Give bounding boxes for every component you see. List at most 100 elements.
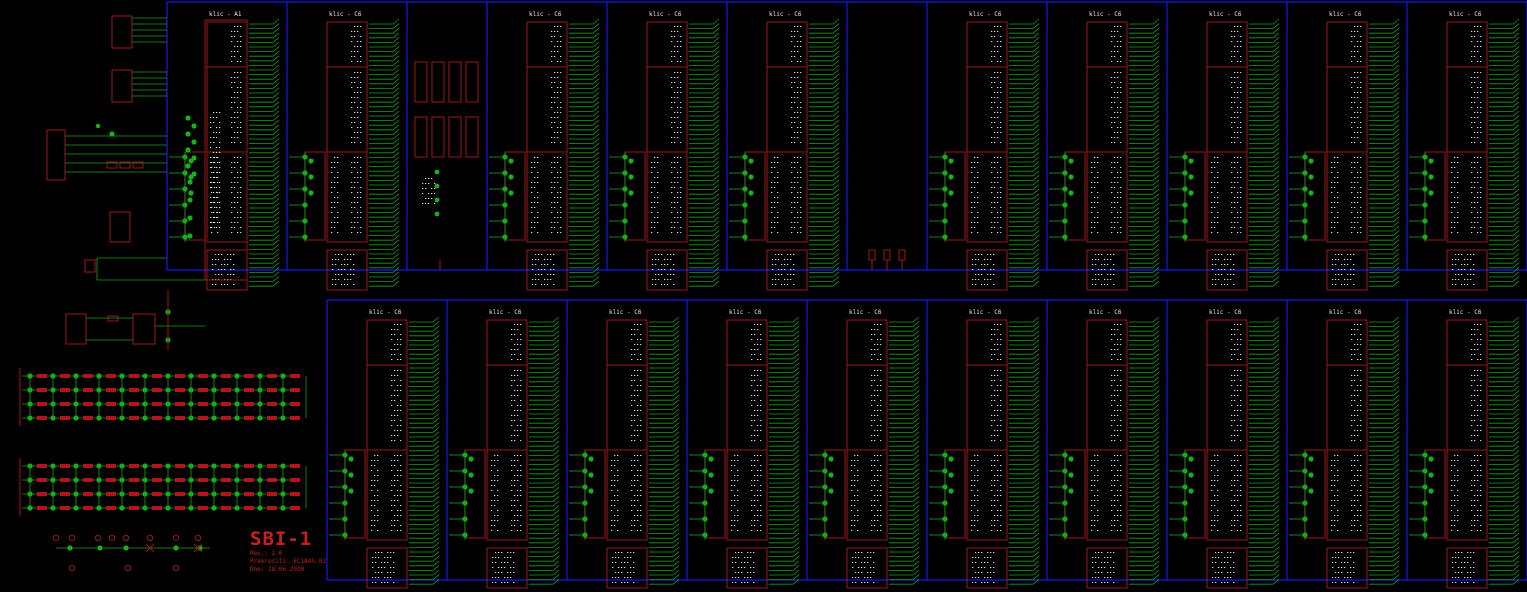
signal-wire: [1032, 325, 1040, 332]
signal-wire: [1032, 248, 1040, 255]
signal-wire: [1392, 87, 1400, 94]
signal-wire: [1272, 221, 1280, 227]
test-pad: [124, 564, 132, 572]
key-module-top-11: klic - C6: [1409, 11, 1520, 291]
signal-wire: [912, 519, 920, 525]
signal-wire: [552, 385, 560, 392]
signal-wire: [1272, 537, 1280, 544]
signal-wire: [1512, 436, 1520, 442]
signal-wire: [432, 546, 440, 553]
signal-wire: [1392, 496, 1400, 502]
signal-wire: [712, 96, 720, 103]
junction-dot: [628, 190, 634, 196]
signal-wire: [1392, 528, 1400, 534]
signal-wire: [1512, 32, 1520, 39]
resistor: [83, 388, 93, 392]
signal-wire: [552, 523, 560, 530]
junction-dot: [708, 456, 714, 462]
test-pad: [146, 534, 154, 542]
signal-wire: [552, 325, 560, 332]
signal-wire: [432, 560, 440, 567]
signal-wire: [1032, 463, 1040, 470]
connector-box: [1086, 547, 1128, 589]
signal-wire: [1032, 234, 1040, 241]
signal-wire: [592, 184, 600, 190]
signal-wire: [1152, 532, 1160, 539]
signal-wire: [792, 445, 800, 452]
signal-wire: [1512, 565, 1520, 571]
signal-wire: [1512, 37, 1520, 43]
junction-dot: [185, 163, 191, 169]
resistor-grid: [19, 368, 307, 572]
signal-wire: [1272, 175, 1280, 181]
signal-wire: [1152, 234, 1160, 241]
key-module-top-1: klic - C6: [289, 11, 400, 291]
signal-wire: [1512, 358, 1520, 364]
signal-wire: [1392, 316, 1400, 323]
signal-wire: [712, 184, 720, 190]
signal-wire: [552, 404, 560, 410]
signal-wire: [1032, 18, 1040, 25]
signal-wire: [1272, 280, 1280, 287]
signal-wire: [1392, 482, 1400, 488]
signal-wire: [912, 546, 920, 553]
signal-wire: [1272, 358, 1280, 364]
ic-package: [726, 449, 768, 541]
signal-wire: [552, 394, 560, 401]
signal-wire: [1152, 161, 1160, 167]
connector-box: [1326, 547, 1368, 589]
junction-dot: [508, 190, 514, 196]
signal-wire: [1512, 348, 1520, 355]
signal-wire: [1272, 60, 1280, 66]
signal-wire: [1392, 124, 1400, 131]
signal-wire: [912, 427, 920, 433]
signal-wire: [1272, 321, 1280, 327]
signal-wire: [272, 64, 280, 71]
power-bus-outline: [166, 1, 1527, 581]
signal-wire: [1272, 509, 1280, 516]
junction-dot: [708, 488, 714, 494]
signal-wire: [1512, 207, 1520, 213]
signal-wire: [1032, 156, 1040, 163]
junction-dot: [1308, 488, 1314, 494]
signal-wire: [1512, 344, 1520, 350]
signal-wire: [1512, 362, 1520, 369]
signal-wire: [912, 381, 920, 387]
signal-wire: [1152, 106, 1160, 112]
module-label: klic - C6: [529, 11, 562, 18]
signal-wire: [1272, 496, 1280, 502]
resistor: [60, 388, 70, 392]
signal-wire: [832, 41, 840, 48]
resistor: [244, 388, 254, 392]
signal-wire: [552, 509, 560, 516]
signal-wire: [432, 482, 440, 488]
ic-package: [326, 66, 368, 153]
signal-wire: [712, 221, 720, 227]
signal-wire: [792, 528, 800, 534]
signal-wire: [1272, 519, 1280, 525]
signal-wire: [1032, 175, 1040, 181]
signal-wire: [1272, 514, 1280, 521]
signal-wire: [1512, 110, 1520, 117]
signal-wire: [272, 83, 280, 89]
signal-wire: [592, 32, 600, 39]
module-label: klic - C6: [329, 11, 362, 18]
signal-wire: [432, 427, 440, 433]
signal-wire: [1152, 394, 1160, 401]
signal-wire: [832, 147, 840, 154]
signal-wire: [1392, 330, 1400, 337]
signal-wire: [1512, 248, 1520, 255]
signal-wire: [552, 565, 560, 571]
signal-wire: [592, 188, 600, 195]
signal-wire: [432, 509, 440, 516]
resistor: [221, 464, 231, 468]
signal-wire: [1032, 170, 1040, 177]
signal-wire: [1512, 92, 1520, 98]
signal-wire: [672, 496, 680, 502]
signal-wire: [1032, 106, 1040, 112]
resistor: [221, 374, 231, 378]
resistor: [106, 161, 118, 169]
signal-wire: [672, 482, 680, 488]
resistor: [175, 478, 185, 482]
signal-wire: [1152, 156, 1160, 163]
